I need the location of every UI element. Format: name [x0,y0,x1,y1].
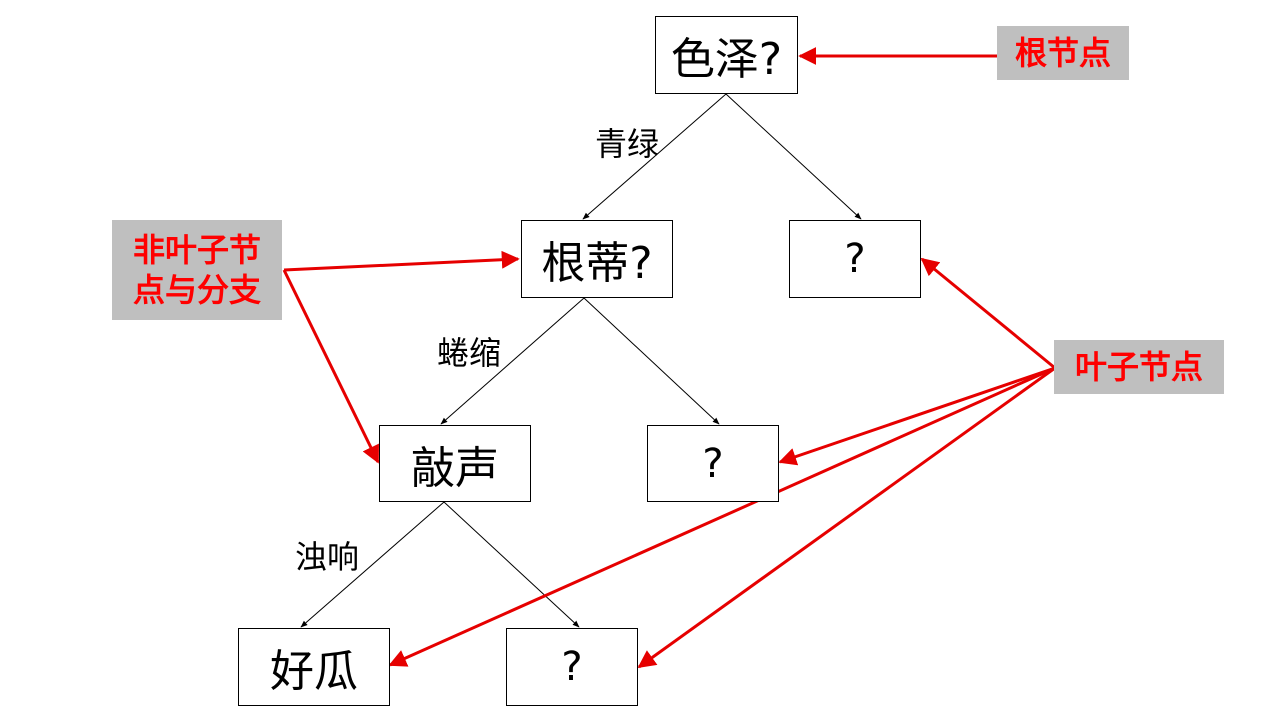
callout-leaf-node: 叶子节点 [1054,340,1224,394]
arrow-internal-to-qiaosheng [282,269,380,464]
node-root-color: 色泽? [655,16,798,94]
callout-internal-node: 非叶子节点与分支 [112,220,282,320]
node-leaf-right2: ? [647,425,779,502]
tree-edge-qiaosheng-left [300,501,445,628]
arrow-leaf-to-right2 [778,366,1056,466]
edge-label-zhuoxiang: 浊响 [295,538,360,576]
tree-edge-root-right [725,93,862,220]
edge-label-qinglv: 青绿 [595,125,660,163]
arrow-leaf-to-right3 [637,366,1056,669]
node-gendi: 根蒂? [521,220,673,298]
tree-edge-gendi-right [583,297,720,425]
arrow-internal-to-gendi [283,250,520,272]
arrow-leaf-to-right1 [920,257,1056,370]
tree-edge-qiaosheng-right [443,501,580,628]
arrow-leaf-to-haogua [388,366,1056,667]
tree-edge-root-left [582,93,727,220]
node-qiaosheng: 敲声 [379,425,531,502]
node-leaf-right3: ? [506,628,638,706]
node-leaf-right1: ? [789,220,921,298]
callout-root-node: 根节点 [997,26,1129,80]
edge-label-quansuo: 蜷缩 [437,334,502,372]
node-haogua: 好瓜 [238,628,390,706]
tree-edge-gendi-left [440,297,585,425]
